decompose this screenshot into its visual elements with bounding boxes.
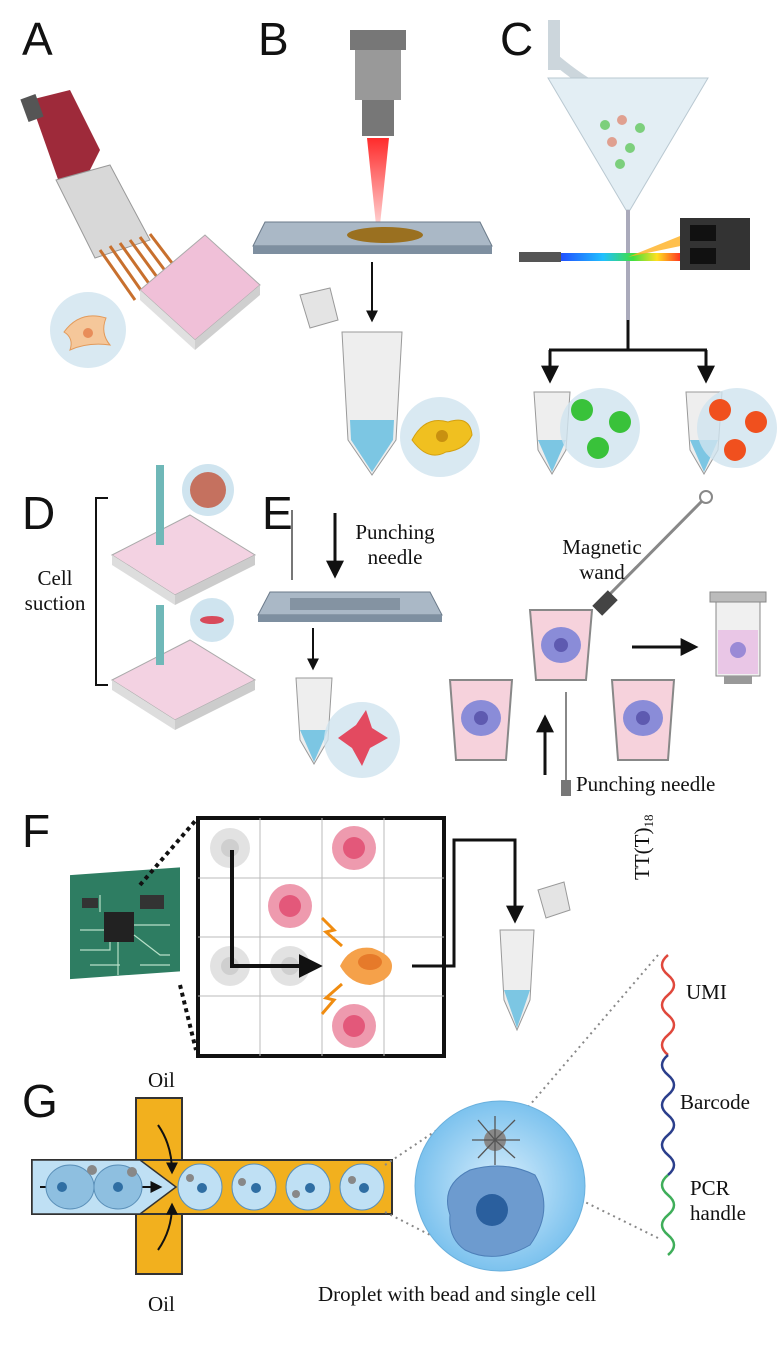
oil-bottom-label: Oil — [148, 1292, 175, 1316]
panel-b-objective — [350, 30, 406, 136]
panel-label-d: D — [22, 487, 56, 539]
punching-needle-bottom-label: Punching needle — [576, 772, 716, 796]
panel-f-chip — [70, 867, 180, 980]
punching-needle-top-line-2: needle — [367, 545, 423, 570]
panel-e-tube — [295, 677, 400, 778]
panel-f-exit-arrow — [412, 838, 524, 968]
punching-needle-top-line-1: Punching — [355, 520, 435, 544]
panel-a-cell-zoom — [50, 292, 126, 368]
panel-label-g: G — [22, 1075, 58, 1127]
panel-label-b: B — [258, 13, 289, 65]
droplet-caption: Droplet with bead and single cell — [318, 1282, 597, 1306]
panel-b-cell-zoom — [400, 397, 480, 477]
pcr-label: PCR handle — [690, 1176, 746, 1226]
panel-c-sorter — [519, 20, 750, 320]
panel-f-grid — [196, 816, 446, 1058]
panel-a-well-plate — [139, 234, 261, 350]
panel-label-f: F — [22, 805, 51, 857]
oligo-dt-main: TT(T) — [630, 827, 654, 880]
panel-d-plate-bottom — [110, 598, 257, 730]
magnetic-wand-label: Magnetic wand — [552, 535, 652, 585]
panel-e-well-right — [610, 679, 676, 761]
panel-label-c: C — [500, 13, 534, 65]
magnetic-wand-line-1: Magnetic — [562, 535, 642, 559]
panel-b-slide — [252, 221, 493, 254]
panel-c-tube-left — [533, 388, 640, 475]
oil-top-label: Oil — [148, 1068, 175, 1092]
cell-suction-line-2: suction — [24, 591, 86, 616]
oligo-strand — [660, 954, 676, 1256]
panel-e-magnetic-wand — [592, 490, 713, 616]
panel-e-well-center — [528, 609, 594, 681]
panel-a-pipette — [20, 90, 187, 301]
panel-e-slide — [257, 591, 443, 622]
panel-e-bottom-needle — [561, 692, 571, 796]
pcr-line-1: PCR — [690, 1176, 730, 1200]
panel-e-cartridge — [709, 591, 767, 684]
panel-d-plate-top — [110, 464, 257, 605]
panel-label-e: E — [262, 487, 293, 539]
panel-e-well-left — [448, 679, 514, 761]
panel-b-tube — [299, 287, 403, 476]
magnetic-wand-line-2: wand — [579, 560, 625, 585]
oligo-dt-label: TT(T)18 — [630, 780, 660, 880]
pcr-line-2: handle — [690, 1201, 746, 1226]
panel-g-droplets — [45, 1163, 385, 1211]
cell-suction-line-1: Cell — [37, 566, 73, 590]
oligo-zoom-lines — [499, 954, 659, 1239]
panel-b-laser-beam — [367, 138, 389, 225]
barcode-label: Barcode — [680, 1090, 750, 1114]
cell-suction-label: Cell suction — [20, 566, 90, 616]
panel-d-bracket — [95, 497, 108, 686]
punching-needle-top-label: Punching needle — [340, 520, 450, 570]
panel-f-zoom-lines — [138, 818, 198, 1051]
umi-label: UMI — [686, 980, 727, 1004]
panel-c-split-arrows — [541, 320, 715, 384]
panel-g-zoom-lines — [384, 1127, 441, 1241]
panel-c-tube-right — [685, 388, 777, 475]
panel-label-a: A — [22, 13, 53, 65]
oligo-dt-subscript: 18 — [641, 814, 657, 828]
panel-f-tube — [499, 881, 571, 1032]
panel-g-droplet-zoom — [414, 1100, 586, 1272]
